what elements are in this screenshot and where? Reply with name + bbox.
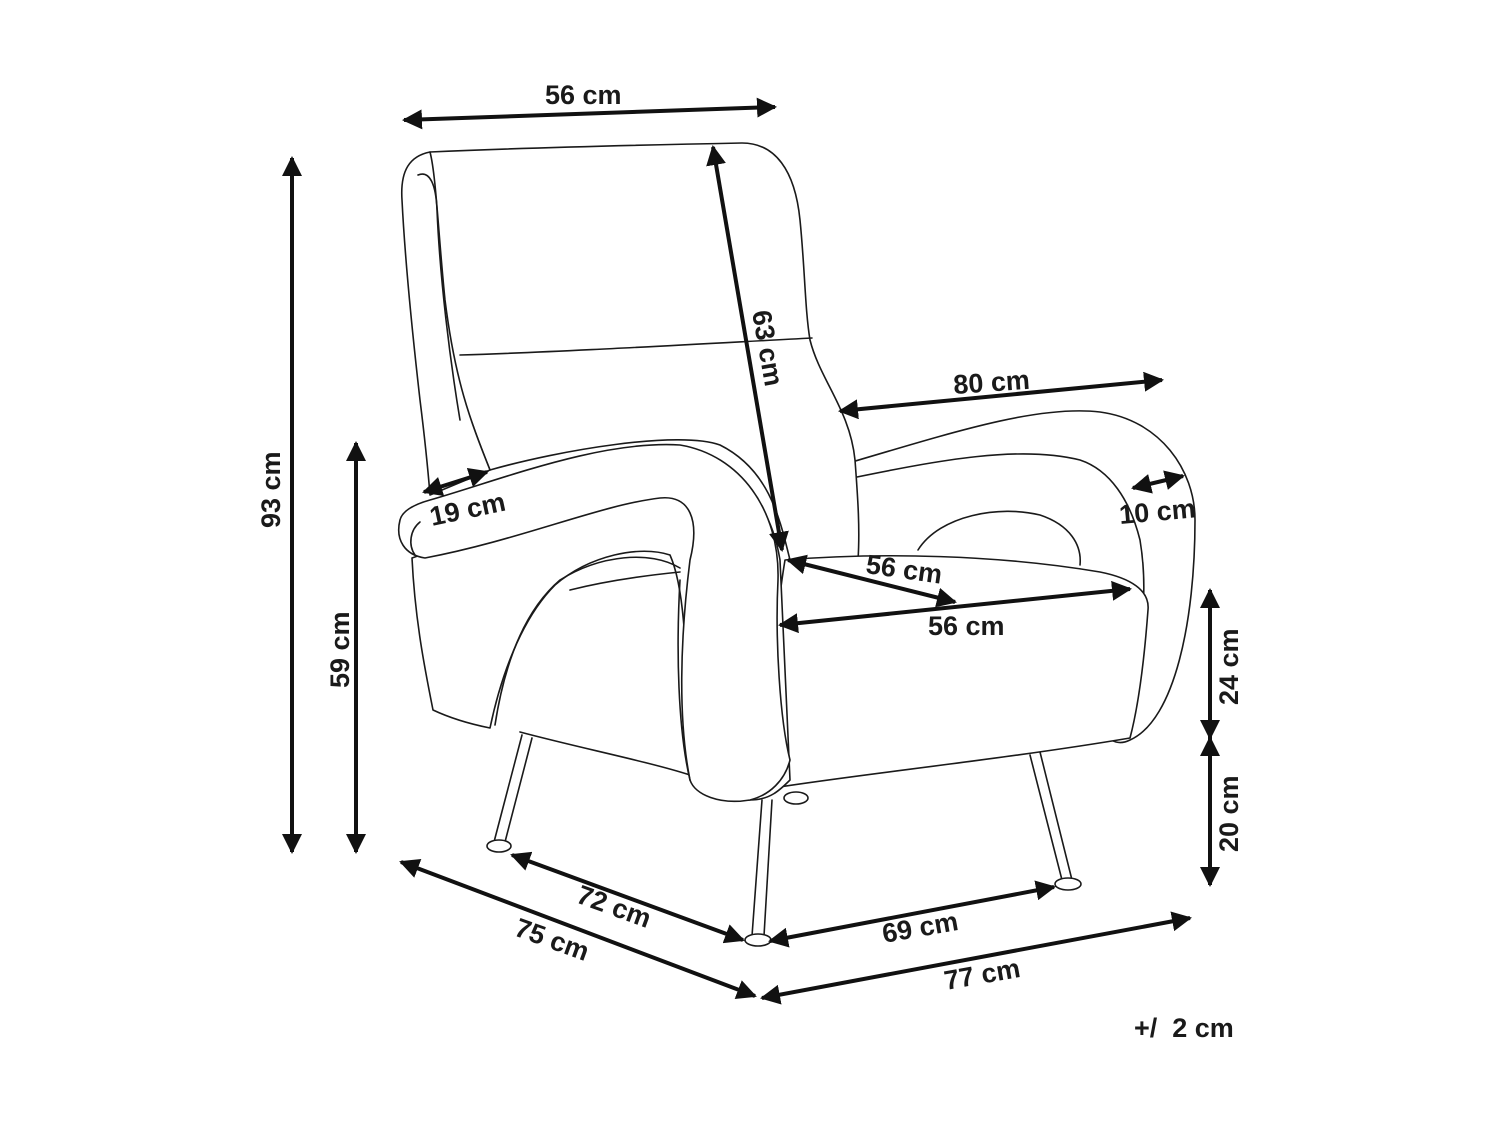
dimension-lines <box>282 97 1220 1005</box>
dimline-total-depth <box>399 859 757 999</box>
left-arm-front-face <box>410 521 421 556</box>
side-panel-inner-arc <box>494 556 681 726</box>
tolerance-note: +/ 2 cm <box>1134 1013 1234 1043</box>
side-panel-lower-edge <box>519 731 691 776</box>
dimline-seat-width <box>778 580 1132 634</box>
left-arm <box>398 443 791 803</box>
right-arm-inner-loop <box>917 510 1081 566</box>
dimline-arm-width-right <box>1131 470 1185 494</box>
dimline-arm-width-left <box>422 467 489 497</box>
label-arm-height: 59 cm <box>325 611 355 688</box>
label-total-width: 77 cm <box>942 953 1023 996</box>
dimline-back-height <box>706 145 789 552</box>
label-arm-span: 80 cm <box>952 365 1030 400</box>
back-leg-right-foot <box>1054 877 1082 891</box>
front-leg-right-foot <box>744 933 772 947</box>
label-leg-width: 69 cm <box>880 906 961 949</box>
left-arm-inner-face <box>677 579 691 781</box>
dimline-top-width <box>402 97 777 130</box>
armchair-drawing <box>398 142 1196 947</box>
front-leg-left <box>493 734 533 843</box>
seat-front-rail <box>569 571 681 591</box>
dimension-labels: 56 cm 63 cm 80 cm 19 cm 10 cm 56 cm 56 c… <box>256 80 1244 1043</box>
back-leg-middle-foot <box>783 791 809 805</box>
label-total-height: 93 cm <box>256 451 286 528</box>
front-leg-left-foot <box>486 839 512 853</box>
backrest-side-inner <box>417 173 461 421</box>
seat-cushion <box>759 554 1149 791</box>
front-leg-right <box>751 799 773 937</box>
back-leg-right <box>1029 751 1073 881</box>
dimline-total-width <box>760 911 1192 1005</box>
dimline-arm-span <box>838 371 1164 420</box>
label-seat-cushion-height: 24 cm <box>1214 628 1244 705</box>
label-seat-width: 56 cm <box>928 611 1005 641</box>
label-leg-depth: 72 cm <box>573 879 655 933</box>
label-top-width: 56 cm <box>545 80 622 110</box>
label-leg-height: 20 cm <box>1214 775 1244 852</box>
label-arm-width-right: 10 cm <box>1118 493 1197 530</box>
